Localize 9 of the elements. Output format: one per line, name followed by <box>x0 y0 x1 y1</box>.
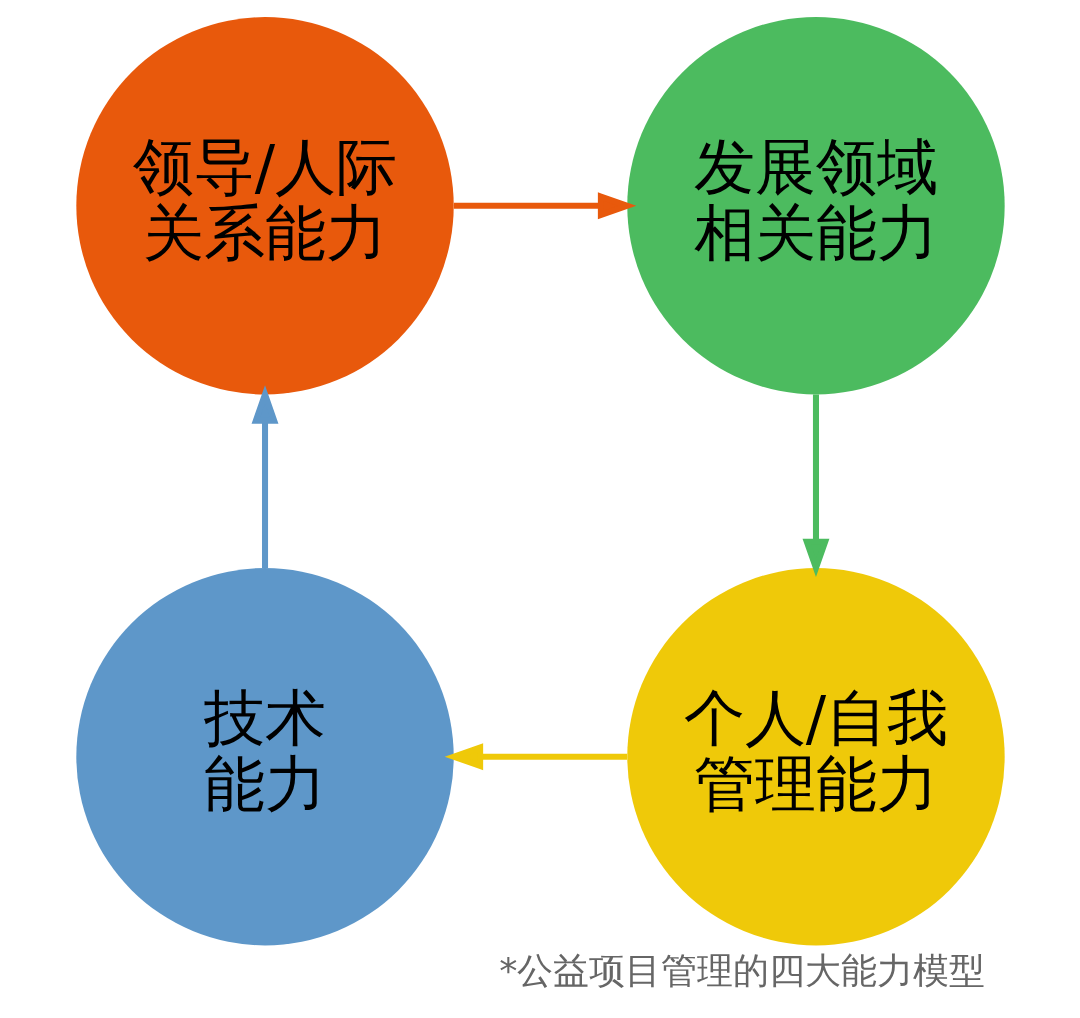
node-circle: 技术能力 <box>75 567 454 945</box>
node-circle: 领导/人际关系能力 <box>75 16 454 394</box>
node-circle: 个人/自我管理能力 <box>626 567 1005 945</box>
arrow <box>444 742 627 770</box>
arrow <box>251 384 278 568</box>
arrow <box>453 191 636 219</box>
node-circle: 发展领域相关能力 <box>626 16 1005 394</box>
arrow <box>802 393 829 577</box>
caption: *公益项目管理的四大能力模型 <box>498 948 985 992</box>
